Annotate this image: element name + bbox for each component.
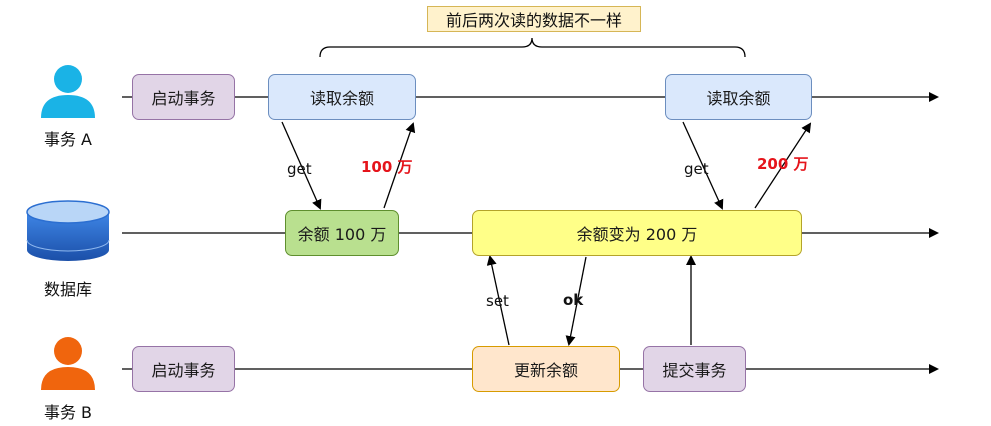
user-b-icon [41, 337, 95, 390]
label-get-1: get [287, 160, 312, 178]
arrow-set [486, 255, 510, 346]
label-set: set [486, 292, 509, 310]
diagram-title: 前后两次读的数据不一样 [427, 6, 641, 32]
db-balance-100-box: 余额 100 万 [285, 210, 399, 256]
arrow-get-1 [281, 121, 322, 210]
a-read-1-box: 读取余额 [268, 74, 416, 120]
label-return-2: 200 万 [757, 155, 809, 173]
label-ok: ok [563, 291, 584, 309]
actor-a-label: 事务 A [43, 130, 93, 149]
brace [319, 37, 746, 58]
database-icon [26, 200, 110, 261]
actor-b-label: 事务 B [43, 403, 93, 422]
b-update-box: 更新余额 [472, 346, 620, 392]
arrow-return-2 [754, 122, 812, 209]
arrow-get-2 [682, 121, 724, 210]
db-balance-200-box: 余额变为 200 万 [472, 210, 802, 256]
actor-db-label: 数据库 [43, 280, 92, 299]
a-start-box: 启动事务 [132, 74, 235, 120]
a-read-2-box: 读取余额 [665, 74, 812, 120]
b-start-box: 启动事务 [132, 346, 235, 392]
arrow-return-1 [383, 122, 416, 209]
arrow-ok [565, 256, 587, 346]
b-commit-box: 提交事务 [643, 346, 746, 392]
user-a-icon [41, 65, 95, 118]
label-get-2: get [684, 160, 709, 178]
label-return-1: 100 万 [361, 158, 413, 176]
